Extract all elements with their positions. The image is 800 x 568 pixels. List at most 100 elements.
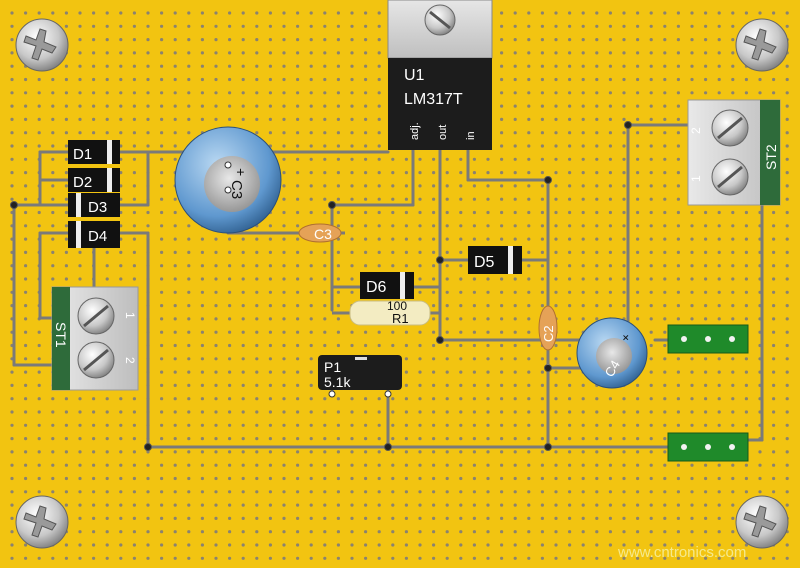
board-hole <box>649 77 653 82</box>
board-hole <box>119 64 123 68</box>
board-hole <box>690 224 694 228</box>
board-hole <box>554 224 558 228</box>
board-hole <box>472 277 476 281</box>
board-hole <box>296 157 300 161</box>
board-hole <box>540 144 545 148</box>
board-hole <box>500 530 504 534</box>
capacitor-polarity: + <box>233 168 249 176</box>
board-hole <box>459 237 463 241</box>
board-hole <box>51 104 55 108</box>
board-hole <box>527 343 531 348</box>
board-hole <box>282 250 286 254</box>
board-hole <box>282 516 286 521</box>
board-hole <box>636 277 640 281</box>
board-hole <box>568 543 572 547</box>
board-hole <box>119 503 123 507</box>
board-hole <box>636 157 640 161</box>
board-hole <box>255 290 259 294</box>
board-hole <box>568 437 572 441</box>
board-hole <box>364 503 368 507</box>
board-hole <box>377 397 381 401</box>
board-hole <box>309 437 313 441</box>
board-hole <box>459 503 463 507</box>
regulator-u1: U1 LM317T adj. out in <box>387 0 493 150</box>
mounting-screw-bottom-right <box>735 495 789 549</box>
board-hole <box>540 556 545 560</box>
board-hole <box>173 476 177 481</box>
board-hole <box>785 91 789 95</box>
board-hole <box>241 250 245 254</box>
board-hole <box>119 104 123 108</box>
board-hole <box>364 197 368 201</box>
board-hole <box>744 11 749 15</box>
board-hole <box>717 264 721 268</box>
board-hole <box>268 556 272 560</box>
board-hole <box>744 556 749 560</box>
board-hole <box>323 184 327 188</box>
board-hole <box>704 290 708 294</box>
board-hole <box>744 210 749 215</box>
board-hole <box>772 250 776 254</box>
board-hole <box>187 224 191 228</box>
board-hole <box>540 91 545 95</box>
board-hole <box>10 144 14 148</box>
board-hole <box>336 131 340 135</box>
board-hole <box>486 197 490 201</box>
board-hole <box>364 24 368 28</box>
board-hole <box>64 423 68 427</box>
board-hole <box>92 91 96 95</box>
board-hole <box>717 503 721 507</box>
board-hole <box>132 530 136 534</box>
board-hole <box>241 357 245 361</box>
board-hole <box>649 64 653 68</box>
board-hole <box>513 383 517 387</box>
board-hole <box>472 330 476 334</box>
board-hole <box>649 516 653 521</box>
board-hole <box>704 516 708 521</box>
board-hole <box>676 490 681 494</box>
board-hole <box>78 397 82 401</box>
board-hole <box>527 171 531 175</box>
board-hole <box>486 317 490 321</box>
board-hole <box>500 556 504 560</box>
board-hole <box>432 357 436 361</box>
board-hole <box>214 77 218 82</box>
board-hole <box>187 250 191 254</box>
board-hole <box>527 210 531 215</box>
board-hole <box>622 157 626 161</box>
board-hole <box>785 184 789 188</box>
board-hole <box>24 343 28 348</box>
board-hole <box>581 171 585 175</box>
board-hole <box>513 38 517 42</box>
board-hole <box>173 157 177 161</box>
board-hole <box>282 184 286 188</box>
board-hole <box>160 357 164 361</box>
board-hole <box>200 330 204 334</box>
board-hole <box>37 91 41 95</box>
board-hole <box>282 450 286 454</box>
board-hole <box>160 210 164 215</box>
board-hole <box>173 131 177 135</box>
board-hole <box>119 250 123 254</box>
board-hole <box>309 304 313 308</box>
board-hole <box>160 64 164 68</box>
board-hole <box>255 304 259 308</box>
board-hole <box>24 184 28 188</box>
board-hole <box>663 370 667 374</box>
board-hole <box>296 503 300 507</box>
board-hole <box>513 77 517 82</box>
board-hole <box>160 317 164 321</box>
board-hole <box>649 530 653 534</box>
board-hole <box>731 463 735 467</box>
board-hole <box>704 370 708 374</box>
lead-pad <box>384 390 392 398</box>
board-hole <box>391 463 395 467</box>
board-hole <box>78 450 82 454</box>
board-hole <box>622 277 626 281</box>
capacitor-label: C4 <box>602 358 623 380</box>
board-hole <box>64 450 68 454</box>
board-hole <box>187 51 191 55</box>
board-hole <box>486 224 490 228</box>
board-hole <box>690 91 694 95</box>
board-hole <box>690 357 694 361</box>
